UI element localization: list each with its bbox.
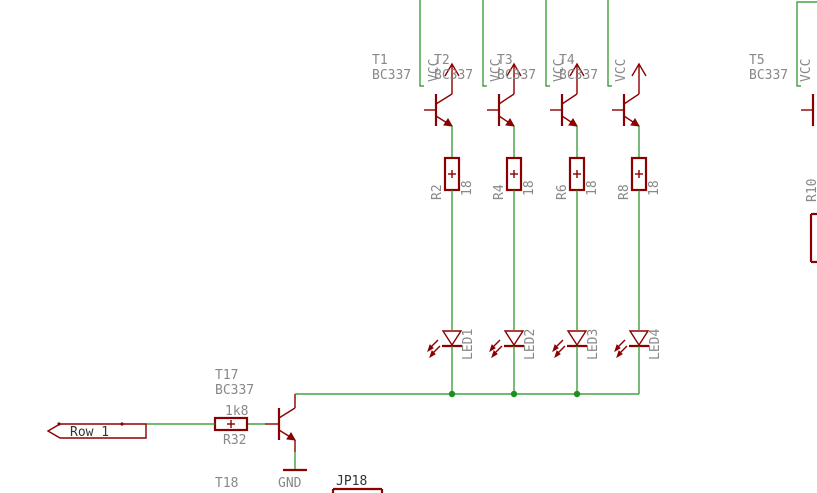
junction-1 xyxy=(448,390,456,398)
transistor-t3 xyxy=(550,78,578,127)
column-4 xyxy=(607,0,650,394)
label-r32-name: R32 xyxy=(223,433,246,448)
row-1-bus xyxy=(296,390,639,398)
label-vcc-4: VCC xyxy=(614,59,629,82)
label-t3-value: BC337 xyxy=(497,68,536,83)
led-1 xyxy=(427,330,463,359)
resistor-r32 xyxy=(213,416,249,432)
label-row-1: Row 1 xyxy=(70,425,109,440)
transistor-t1 xyxy=(424,78,453,127)
label-t4-name: T4 xyxy=(559,53,575,68)
led-3 xyxy=(552,330,588,359)
resistor-r4 xyxy=(505,156,523,192)
label-t1-name: T1 xyxy=(372,53,388,68)
column-3 xyxy=(545,0,588,394)
label-t17-value: BC337 xyxy=(215,383,254,398)
label-r8-name: R8 xyxy=(617,184,632,200)
column-4-collector-wire xyxy=(607,0,612,87)
transistor-t2 xyxy=(487,78,515,127)
label-vcc-2: VCC xyxy=(489,59,504,82)
led-4 xyxy=(614,330,650,359)
transistor-t4 xyxy=(612,78,640,127)
junction-2 xyxy=(510,390,518,398)
column-1-collector-wire xyxy=(419,0,424,87)
label-t4-value: BC337 xyxy=(559,68,598,83)
resistor-r8 xyxy=(630,156,648,192)
label-led1: LED1 xyxy=(461,329,476,360)
label-t2-value: BC337 xyxy=(434,68,473,83)
label-t17-name: T17 xyxy=(215,368,238,383)
resistor-r2 xyxy=(443,156,461,192)
label-t1-value: BC337 xyxy=(372,68,411,83)
label-r2-value: 18 xyxy=(460,180,475,196)
label-vcc-1: VCC xyxy=(427,59,442,82)
column-5-collector-wire xyxy=(796,1,817,87)
led-2 xyxy=(489,330,525,359)
label-r4-value: 18 xyxy=(522,180,537,196)
label-t2-name: T2 xyxy=(434,53,450,68)
label-t18-name: T18 xyxy=(215,476,238,491)
column-5-partial xyxy=(796,1,817,264)
row-1-input-port xyxy=(46,422,147,439)
header-jp18 xyxy=(331,487,384,493)
label-r4-name: R4 xyxy=(492,184,507,200)
resistor-r10 xyxy=(809,212,817,264)
column-1 xyxy=(419,0,463,394)
label-r2-name: R2 xyxy=(430,184,445,200)
junction-3 xyxy=(573,390,581,398)
label-r6-name: R6 xyxy=(555,184,570,200)
label-vcc-5: VCC xyxy=(799,59,814,82)
label-r6-value: 18 xyxy=(585,180,600,196)
resistor-r6 xyxy=(568,156,586,192)
label-led3: LED3 xyxy=(586,329,601,360)
vcc-symbol-3 xyxy=(569,62,585,78)
column-3-collector-wire xyxy=(545,0,550,87)
label-t5-value: BC337 xyxy=(749,68,788,83)
label-jp18: JP18 xyxy=(336,474,367,489)
column-2 xyxy=(482,0,525,394)
label-r10-name: R10 xyxy=(805,179,817,202)
transistor-t5 xyxy=(801,94,815,126)
transistor-t17 xyxy=(265,394,296,452)
label-r8-value: 18 xyxy=(647,180,662,196)
label-led4: LED4 xyxy=(648,329,663,360)
label-led2: LED2 xyxy=(523,329,538,360)
label-t5-name: T5 xyxy=(749,53,765,68)
vcc-symbol-4 xyxy=(631,62,647,78)
label-t3-name: T3 xyxy=(497,53,513,68)
label-r32-value: 1k8 xyxy=(225,404,248,419)
label-gnd: GND xyxy=(278,476,302,491)
label-vcc-3: VCC xyxy=(552,59,567,82)
vcc-symbol-2 xyxy=(506,62,522,78)
column-2-collector-wire xyxy=(482,0,487,87)
vcc-symbol-1 xyxy=(444,62,460,78)
